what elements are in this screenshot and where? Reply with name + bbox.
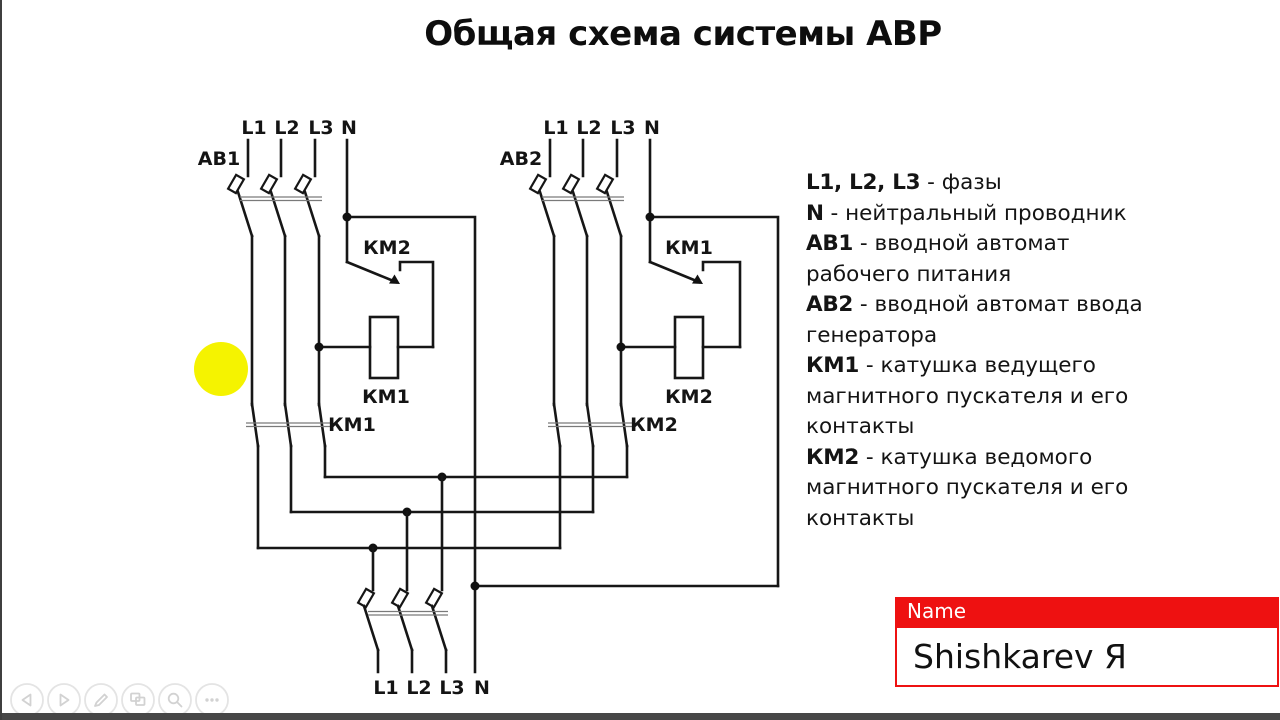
km1-coil bbox=[314, 315, 435, 380]
km2-contacts bbox=[548, 402, 634, 550]
km1-nc-contact bbox=[648, 260, 742, 349]
legend-line: КМ2 - катушка ведомого bbox=[806, 444, 1093, 470]
slides-icon bbox=[130, 692, 146, 706]
km2-nc-contact bbox=[345, 260, 435, 349]
name-box-header: Name bbox=[895, 597, 1279, 626]
next-button[interactable] bbox=[47, 683, 81, 717]
left-phase-l2-label: L2 bbox=[274, 117, 299, 139]
pointer-highlight-icon bbox=[194, 342, 248, 396]
ab2-breaker bbox=[528, 138, 624, 407]
previous-icon bbox=[21, 693, 32, 707]
legend-line: генератора bbox=[806, 322, 938, 348]
previous-button[interactable] bbox=[10, 683, 44, 717]
legend-line: АВ1 - вводной автомат bbox=[806, 231, 1070, 256]
km1-contacts-label: КМ1 bbox=[328, 414, 376, 436]
right-phase-l1-label: L1 bbox=[543, 117, 568, 139]
name-box: Name Shishkarev Я bbox=[895, 597, 1279, 687]
pencil-icon bbox=[94, 693, 108, 707]
draw-button[interactable] bbox=[84, 683, 118, 717]
left-n-wire bbox=[342, 138, 477, 674]
right-phase-n-label: N bbox=[644, 117, 660, 139]
right-nc-contact-label: КМ1 bbox=[665, 237, 713, 259]
output-breaker bbox=[356, 587, 448, 674]
legend: L1, L2, L3 - фазы N - нейтральный провод… bbox=[806, 168, 1236, 534]
legend-line: магнитного пускателя и его bbox=[806, 383, 1129, 409]
out-phase-l1-label: L1 bbox=[373, 677, 398, 699]
legend-line: контакты bbox=[806, 414, 915, 439]
right-phase-l2-label: L2 bbox=[576, 117, 601, 139]
legend-line: магнитного пускателя и его bbox=[806, 475, 1129, 500]
out-phase-l2-label: L2 bbox=[406, 677, 431, 699]
ab1-label: АВ1 bbox=[198, 148, 240, 170]
bus-wires bbox=[256, 472, 780, 592]
left-phase-l3-label: L3 bbox=[308, 117, 333, 139]
left-nc-contact-label: КМ2 bbox=[363, 237, 411, 259]
left-phase-l1-label: L1 bbox=[241, 117, 266, 139]
km1-coil-label: КМ1 bbox=[362, 386, 410, 408]
out-phase-l3-label: L3 bbox=[439, 677, 464, 699]
left-phase-n-label: N bbox=[341, 117, 357, 139]
left-edge-line bbox=[0, 0, 2, 720]
km2-contacts-label: КМ2 bbox=[630, 414, 678, 436]
legend-line: КМ1 - катушка ведущего bbox=[806, 353, 1096, 378]
legend-line: АВ2 - вводной автомат ввода bbox=[806, 292, 1143, 317]
slides-button[interactable] bbox=[121, 683, 155, 717]
km1-contacts bbox=[246, 402, 332, 550]
legend-line: L1, L2, L3 - фазы bbox=[806, 170, 1002, 195]
right-n-wire bbox=[645, 138, 780, 588]
next-icon bbox=[59, 693, 70, 707]
more-icon bbox=[205, 698, 219, 702]
search-icon bbox=[167, 692, 183, 708]
page-title: Общая схема системы АВР bbox=[424, 14, 942, 54]
search-button[interactable] bbox=[158, 683, 192, 717]
player-toolbar bbox=[10, 683, 229, 717]
ab2-label: АВ2 bbox=[500, 148, 542, 170]
legend-line: контакты bbox=[806, 505, 915, 531]
more-button[interactable] bbox=[195, 683, 229, 717]
ab1-breaker bbox=[226, 138, 322, 407]
bottom-bar bbox=[0, 713, 1280, 720]
right-phase-l3-label: L3 bbox=[610, 117, 635, 139]
legend-line: N - нейтральный проводник bbox=[806, 200, 1127, 226]
legend-line: рабочего питания bbox=[806, 261, 1012, 287]
km2-coil-label: КМ2 bbox=[665, 386, 713, 408]
km2-coil bbox=[616, 315, 742, 380]
name-box-value: Shishkarev Я bbox=[895, 626, 1279, 687]
out-phase-n-label: N bbox=[474, 677, 490, 699]
